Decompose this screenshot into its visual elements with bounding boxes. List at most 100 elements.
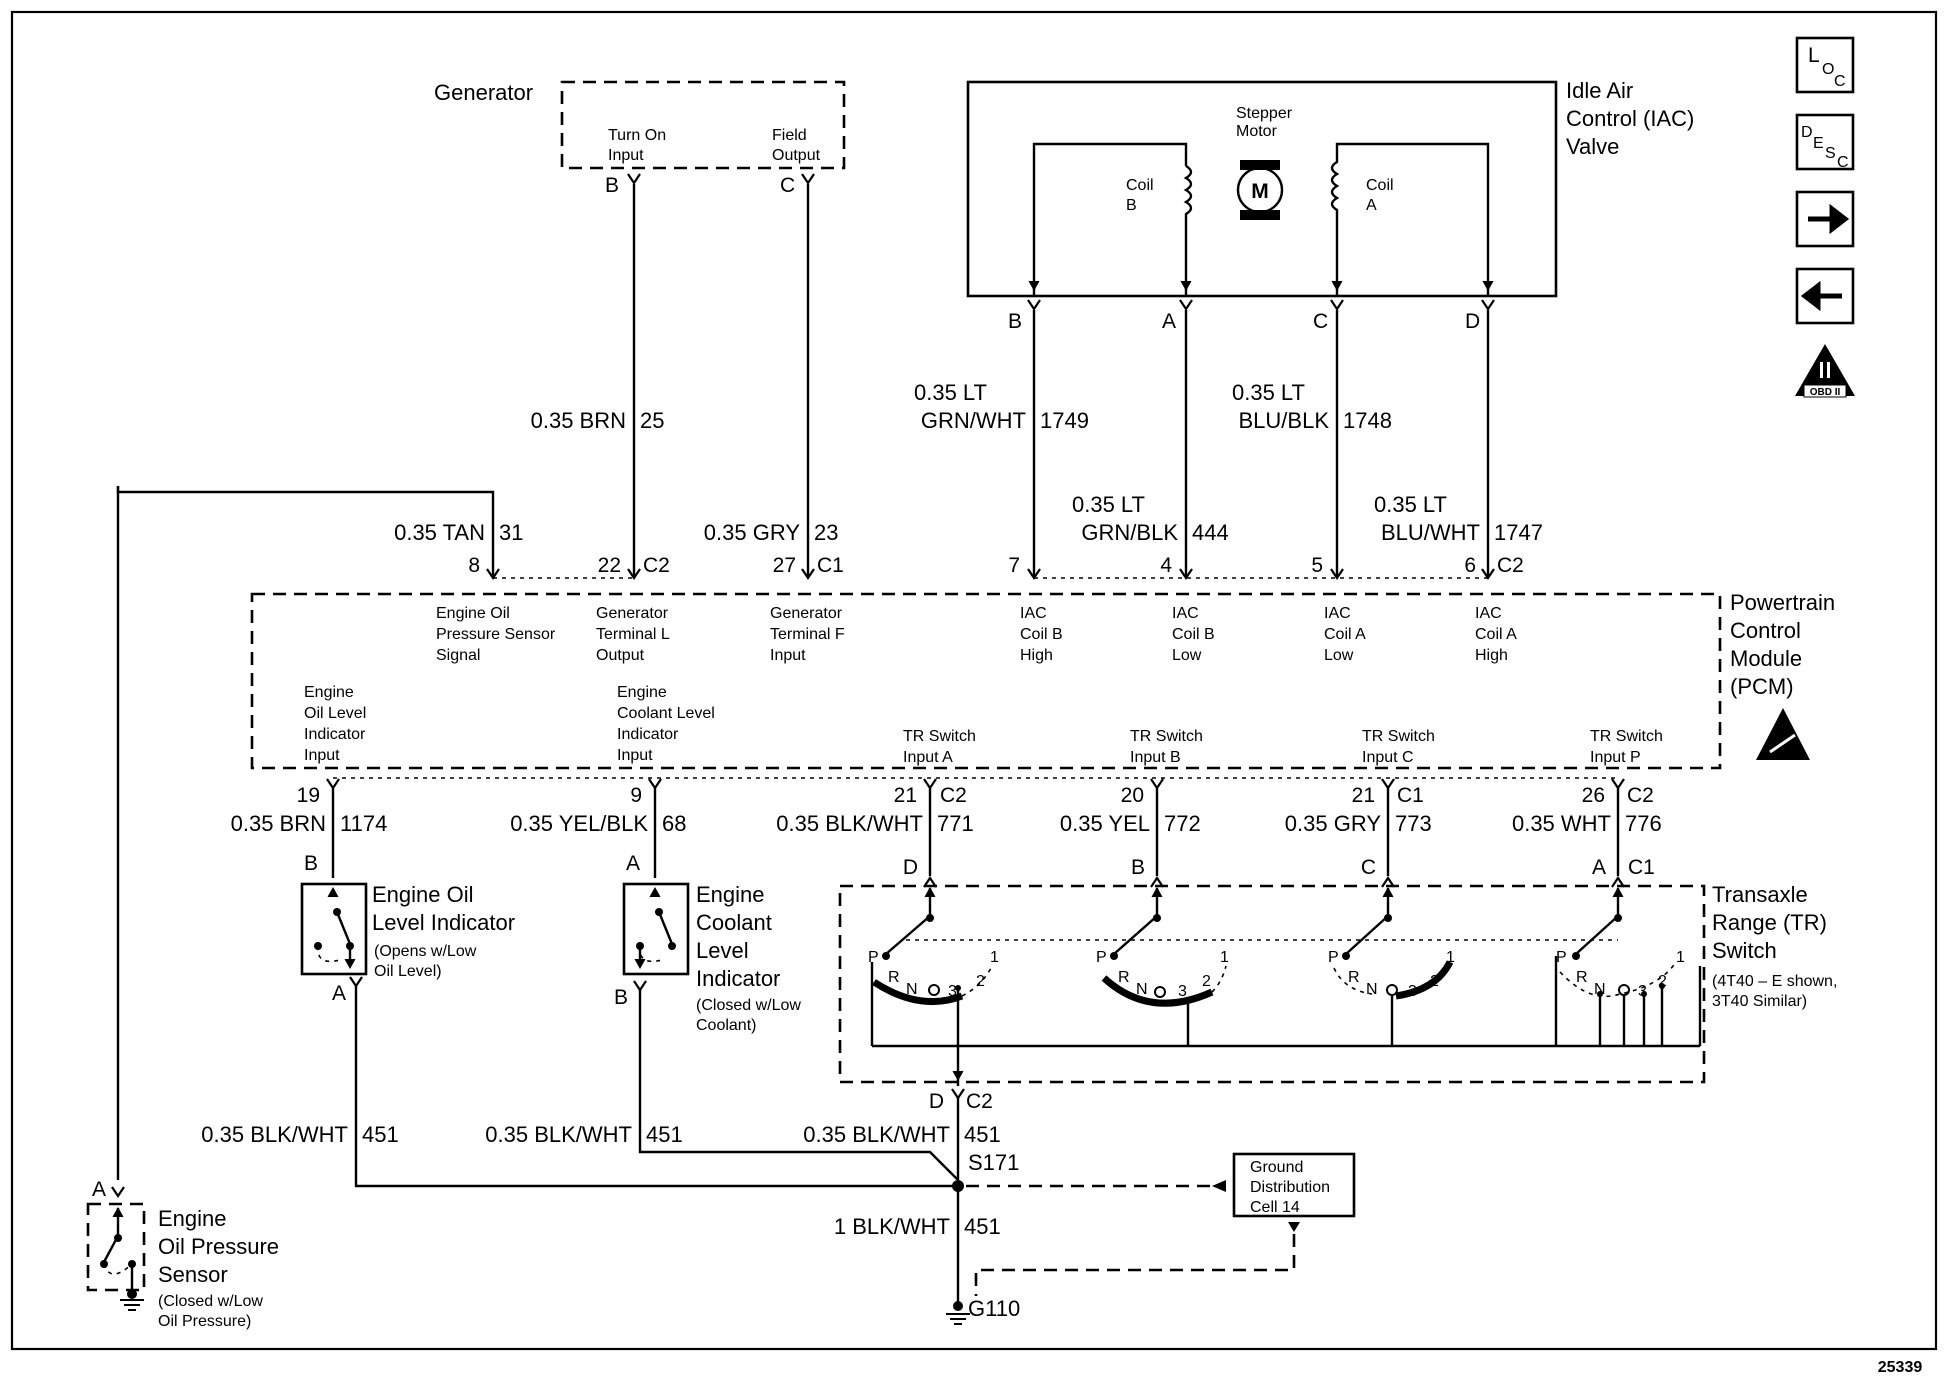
svg-text:Switch: Switch: [1712, 938, 1777, 963]
svg-text:Control: Control: [1730, 618, 1801, 643]
svg-text:IAC: IAC: [1475, 605, 1502, 622]
svg-text:1: 1: [1676, 949, 1685, 966]
svg-text:Generator: Generator: [596, 605, 669, 622]
svg-text:P: P: [1328, 949, 1339, 966]
svg-text:2: 2: [1202, 973, 1211, 990]
svg-text:Engine: Engine: [696, 882, 765, 907]
svg-text:Turn On: Turn On: [608, 127, 666, 144]
svg-text:21: 21: [1352, 784, 1375, 807]
svg-text:Field: Field: [772, 127, 807, 144]
svg-text:L: L: [1808, 44, 1820, 67]
svg-text:Sensor: Sensor: [158, 1262, 228, 1287]
svg-text:B: B: [1008, 310, 1022, 333]
loc-icon[interactable]: L O C: [1795, 36, 1855, 94]
svg-text:Powertrain: Powertrain: [1730, 590, 1835, 615]
svg-text:Engine: Engine: [304, 684, 354, 701]
svg-text:S171: S171: [968, 1150, 1019, 1175]
svg-text:A: A: [332, 982, 346, 1005]
svg-text:Level Indicator: Level Indicator: [372, 910, 515, 935]
svg-text:IAC: IAC: [1324, 605, 1351, 622]
generator-title: Generator: [434, 80, 533, 105]
svg-text:(Closed w/Low: (Closed w/Low: [696, 997, 801, 1014]
svg-text:Output: Output: [596, 647, 645, 664]
svg-text:S: S: [1825, 145, 1836, 162]
svg-text:31: 31: [499, 520, 523, 545]
svg-text:2: 2: [976, 973, 985, 990]
svg-text:23: 23: [814, 520, 838, 545]
svg-text:Oil Level: Oil Level: [304, 705, 366, 722]
svg-text:N: N: [1136, 981, 1148, 998]
svg-text:C2: C2: [643, 554, 670, 577]
svg-text:2: 2: [1430, 973, 1439, 990]
svg-text:C2: C2: [1497, 554, 1524, 577]
svg-text:B: B: [605, 174, 619, 197]
svg-text:451: 451: [964, 1122, 1001, 1147]
svg-text:68: 68: [662, 811, 686, 836]
svg-text:Coil: Coil: [1366, 177, 1394, 194]
svg-text:R: R: [1118, 969, 1130, 986]
svg-text:Terminal F: Terminal F: [770, 626, 845, 643]
svg-text:Indicator: Indicator: [696, 966, 780, 991]
svg-text:Coolant: Coolant: [696, 910, 772, 935]
svg-text:B: B: [304, 852, 318, 875]
svg-text:1: 1: [990, 949, 999, 966]
svg-text:N: N: [1366, 981, 1378, 998]
svg-text:A: A: [92, 1178, 106, 1201]
svg-text:1174: 1174: [340, 811, 387, 836]
svg-text:772: 772: [1164, 811, 1201, 836]
svg-text:GRN/WHT: GRN/WHT: [921, 408, 1026, 433]
svg-text:0.35 BLK/WHT: 0.35 BLK/WHT: [803, 1122, 950, 1147]
svg-text:Input C: Input C: [1362, 749, 1414, 766]
desc-icon[interactable]: D E S C: [1795, 113, 1855, 171]
svg-text:TR Switch: TR Switch: [1362, 728, 1435, 745]
diagram-number: 25339: [1878, 1359, 1923, 1376]
svg-text:C2: C2: [940, 784, 967, 807]
svg-text:B: B: [1131, 856, 1145, 879]
svg-text:C: C: [780, 174, 795, 197]
svg-text:Idle Air: Idle Air: [1566, 78, 1633, 103]
svg-text:Cell 14: Cell 14: [1250, 1199, 1300, 1216]
svg-text:Input: Input: [617, 747, 653, 764]
svg-text:A: A: [1366, 197, 1377, 214]
svg-text:(PCM): (PCM): [1730, 674, 1794, 699]
previous-arrow-icon[interactable]: [1795, 267, 1855, 325]
svg-text:Valve: Valve: [1566, 134, 1619, 159]
svg-text:Module: Module: [1730, 646, 1802, 671]
pcm-top-pins: 8 22 C2 27 C1 7 4 5 6 C2: [468, 554, 1524, 580]
svg-text:Engine: Engine: [158, 1206, 227, 1231]
svg-text:Stepper: Stepper: [1236, 105, 1293, 122]
svg-text:451: 451: [964, 1214, 1001, 1239]
svg-text:Coolant Level: Coolant Level: [617, 705, 715, 722]
svg-text:3: 3: [1408, 983, 1417, 1000]
svg-text:Low: Low: [1324, 647, 1354, 664]
svg-text:IAC: IAC: [1020, 605, 1047, 622]
upper-wires: 0.35 BRN 25 0.35 LT GRN/WHT 1749 0.35 LT…: [116, 184, 1543, 1180]
svg-text:0.35 LT: 0.35 LT: [1232, 380, 1305, 405]
svg-text:3: 3: [948, 983, 957, 1000]
svg-text:Coil B: Coil B: [1020, 626, 1063, 643]
svg-text:B: B: [1126, 197, 1137, 214]
svg-text:776: 776: [1625, 811, 1662, 836]
svg-text:7: 7: [1008, 554, 1020, 577]
svg-text:C: C: [1837, 154, 1849, 171]
svg-text:1747: 1747: [1494, 520, 1543, 545]
svg-text:C1: C1: [1397, 784, 1424, 807]
svg-text:N: N: [1594, 981, 1606, 998]
svg-text:Control (IAC): Control (IAC): [1566, 106, 1694, 131]
svg-text:2: 2: [1658, 973, 1667, 990]
svg-text:0.35 GRY: 0.35 GRY: [704, 520, 801, 545]
next-arrow-icon[interactable]: [1795, 190, 1855, 248]
tr-section-d: P R N 3 2 1: [1556, 887, 1685, 1046]
svg-text:Input: Input: [304, 747, 340, 764]
esd-warning-icon: [1756, 708, 1810, 760]
svg-text:Generator: Generator: [770, 605, 843, 622]
svg-text:A: A: [1592, 856, 1606, 879]
svg-text:3: 3: [1178, 983, 1187, 1000]
svg-text:Input A: Input A: [903, 749, 953, 766]
svg-text:Input: Input: [608, 147, 644, 164]
tr-section-c: P R N 3 2 1: [1328, 887, 1455, 1046]
svg-text:8: 8: [468, 554, 480, 577]
svg-text:Engine Oil: Engine Oil: [436, 605, 510, 622]
svg-text:0.35 BRN: 0.35 BRN: [231, 811, 326, 836]
svg-text:C1: C1: [817, 554, 844, 577]
